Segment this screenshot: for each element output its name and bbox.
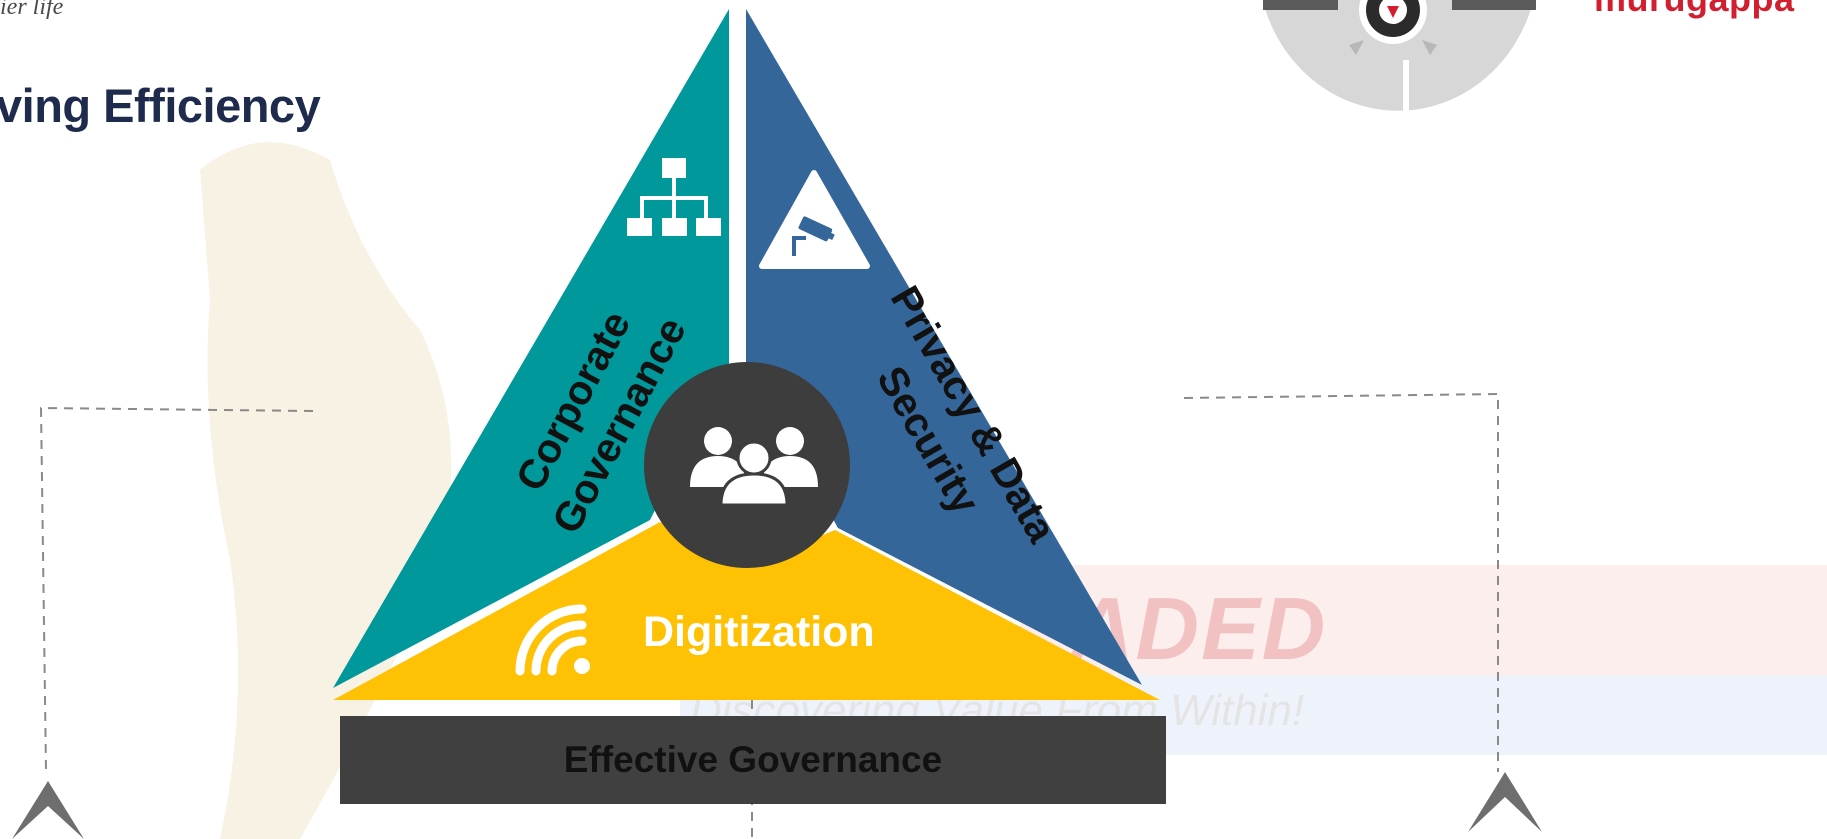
segment-corporate-governance [333, 9, 729, 688]
banner-stripe-red [1020, 565, 1827, 675]
org-chart-icon [627, 158, 721, 236]
left-chevron-up-icon [12, 781, 84, 839]
dial-arrow-left [1349, 40, 1364, 55]
effective-governance-base: Effective Governance [340, 716, 1166, 804]
brand-logo-text: murugappa [1594, 0, 1795, 20]
wifi-signal-icon [515, 604, 590, 676]
left-dashed-connector [39, 406, 314, 771]
right-dashed-connector [1183, 392, 1499, 772]
right-chevron-up-icon [1468, 772, 1542, 832]
people-group-icon [690, 427, 818, 507]
eagle-watermark [200, 142, 452, 839]
dial-bar-left [1263, 0, 1338, 10]
cctv-camera-icon [759, 170, 870, 269]
digitization-label: Digitization [643, 608, 875, 656]
tagline: ier life [0, 0, 64, 20]
dial-ring [1263, 0, 1533, 111]
effective-governance-label: Effective Governance [563, 739, 943, 780]
dial-arrow-right [1422, 40, 1437, 55]
dial-bar-right [1452, 0, 1536, 10]
segment-privacy-data-security [746, 9, 1142, 685]
page-title: ving Efficiency [0, 79, 321, 132]
